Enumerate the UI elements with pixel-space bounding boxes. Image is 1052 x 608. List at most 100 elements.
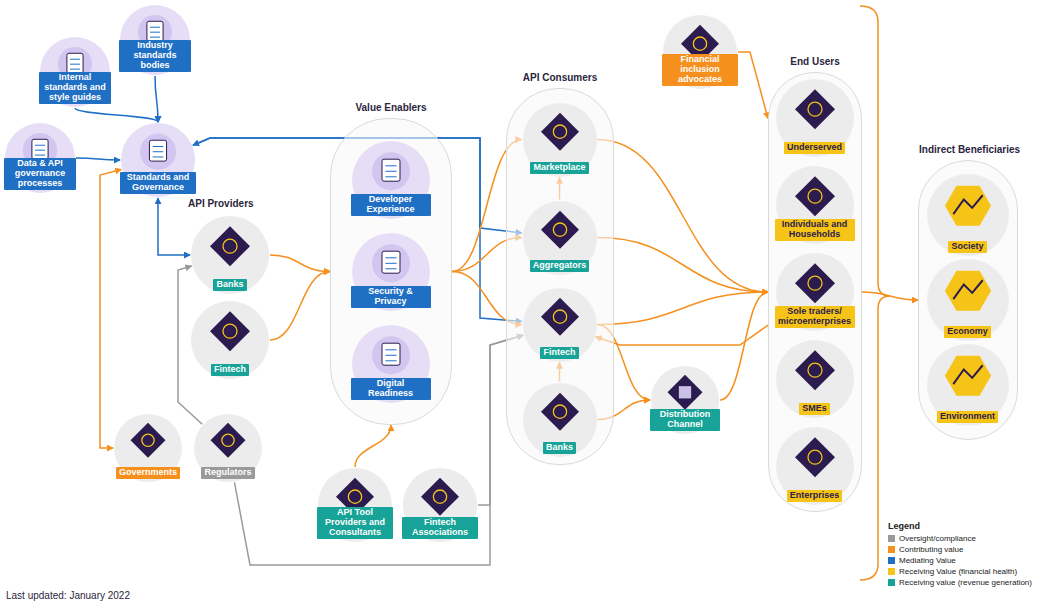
group-capsule: End UsersUnderservedIndividuals and Hous… bbox=[768, 72, 862, 512]
icon-glyph bbox=[385, 176, 396, 177]
node-circle bbox=[114, 414, 182, 482]
icon-glyph bbox=[222, 434, 234, 446]
legend-row: Receiving value (revenue generation) bbox=[888, 578, 1032, 587]
legend-swatch bbox=[888, 557, 895, 564]
node-circle: API Tool Providers and Consultants bbox=[317, 467, 393, 543]
legend-text: Oversight/compliance bbox=[899, 534, 976, 543]
node-label: Data & API governance processes bbox=[4, 158, 76, 190]
node-circle: Enterprises bbox=[775, 426, 855, 506]
icon-glyph bbox=[385, 268, 396, 269]
node-label: Financial inclusion advocates bbox=[662, 54, 738, 86]
legend-swatch bbox=[888, 535, 895, 542]
node-label: Distribution Channel bbox=[650, 409, 720, 431]
icon-glyph bbox=[348, 490, 361, 503]
diamond-icon bbox=[131, 423, 166, 458]
legend-text: Contributing value bbox=[899, 545, 963, 554]
node-circle bbox=[403, 468, 477, 542]
note: Last updated: January 2022 bbox=[6, 590, 130, 601]
icon-glyph bbox=[35, 145, 45, 146]
node-circle: Financial inclusion advocates bbox=[662, 14, 738, 90]
hexagon-icon bbox=[944, 185, 990, 225]
diamond-icon bbox=[541, 112, 579, 150]
node-label: Environment bbox=[937, 411, 998, 423]
icon-glyph bbox=[150, 27, 160, 28]
diamond-icon bbox=[541, 210, 579, 248]
node-circle: Individuals and Households bbox=[775, 165, 855, 245]
icon-glyph bbox=[808, 102, 822, 116]
node-label: API Tool Providers and Consultants bbox=[317, 507, 393, 539]
node-label: Enterprises bbox=[787, 490, 843, 502]
icon-glyph bbox=[35, 155, 45, 156]
node-label: Marketplace bbox=[530, 162, 588, 174]
icon-glyph bbox=[953, 195, 982, 214]
node-label: Society bbox=[948, 241, 986, 253]
icon-disc bbox=[372, 152, 410, 190]
diamond-icon bbox=[541, 297, 579, 335]
icon-glyph bbox=[953, 365, 982, 384]
icon-glyph bbox=[693, 37, 706, 50]
legend-text: Mediating Value bbox=[899, 556, 956, 565]
node-circle: Sole traders/ microenterprises bbox=[775, 252, 855, 332]
document-icon bbox=[382, 159, 400, 181]
icon-glyph bbox=[153, 146, 164, 147]
node-circle bbox=[776, 166, 854, 244]
node-label: Digital Readiness bbox=[351, 378, 431, 400]
node-circle: SMEs bbox=[775, 339, 855, 419]
legend-row: Receiving Value (financial health) bbox=[888, 567, 1032, 576]
node-circle: Economy bbox=[926, 258, 1010, 342]
node-circle: Banks bbox=[522, 382, 598, 458]
legend-row: Mediating Value bbox=[888, 556, 1032, 565]
icon-glyph bbox=[70, 69, 80, 70]
icon-glyph bbox=[385, 349, 396, 350]
node-circle bbox=[523, 288, 597, 362]
icon-glyph bbox=[142, 434, 154, 446]
icon-glyph bbox=[153, 151, 164, 152]
node-label: Developer Experience bbox=[351, 194, 431, 216]
node-circle: Industry standards bodies bbox=[119, 4, 191, 76]
node-label: Banks bbox=[213, 279, 246, 291]
diamond-icon bbox=[795, 176, 835, 216]
legend-text: Receiving value (revenue generation) bbox=[899, 578, 1032, 587]
legend-swatch bbox=[888, 579, 895, 586]
connector bbox=[155, 76, 158, 122]
diamond-icon bbox=[421, 478, 459, 516]
icon-glyph bbox=[150, 32, 160, 33]
group-capsule: API ConsumersMarketplaceAggregatorsFinte… bbox=[506, 88, 614, 465]
hexagon-icon bbox=[944, 355, 990, 395]
diamond-icon bbox=[795, 437, 835, 477]
node-circle: Regulators bbox=[193, 413, 263, 483]
hexagon-icon bbox=[944, 270, 990, 310]
node-circle: Data & API governance processes bbox=[4, 122, 76, 194]
document-icon bbox=[147, 21, 163, 41]
node-circle bbox=[352, 233, 430, 311]
connector bbox=[355, 425, 391, 467]
connector bbox=[270, 255, 330, 272]
node-circle bbox=[191, 216, 269, 294]
icon-glyph bbox=[385, 170, 396, 171]
icon-glyph bbox=[808, 189, 822, 203]
node-circle: Fintech bbox=[190, 300, 270, 380]
legend-swatch bbox=[888, 568, 895, 575]
node-circle bbox=[5, 123, 75, 193]
icon-glyph bbox=[553, 404, 566, 417]
icon-glyph bbox=[35, 150, 45, 151]
node-label: Fintech Associations bbox=[402, 517, 478, 539]
icon-disc bbox=[372, 336, 410, 374]
connector bbox=[862, 292, 918, 300]
node-circle: Governments bbox=[113, 413, 183, 483]
group-heading: End Users bbox=[769, 56, 861, 67]
icon-glyph bbox=[385, 354, 396, 355]
document-icon bbox=[382, 343, 400, 365]
node-label: Underserved bbox=[784, 142, 845, 154]
icon-glyph bbox=[433, 490, 446, 503]
icon-glyph bbox=[150, 37, 160, 38]
icon-glyph bbox=[385, 165, 396, 166]
node-circle: Standards and Governance bbox=[120, 122, 196, 198]
group-heading: API Providers bbox=[188, 198, 254, 209]
icon-glyph bbox=[808, 450, 822, 464]
node-circle bbox=[318, 468, 392, 542]
node-label: SMEs bbox=[799, 403, 830, 415]
icon-glyph bbox=[553, 124, 566, 137]
node-label: Industry standards bodies bbox=[119, 40, 191, 72]
group-heading: Value Enablers bbox=[331, 102, 451, 113]
